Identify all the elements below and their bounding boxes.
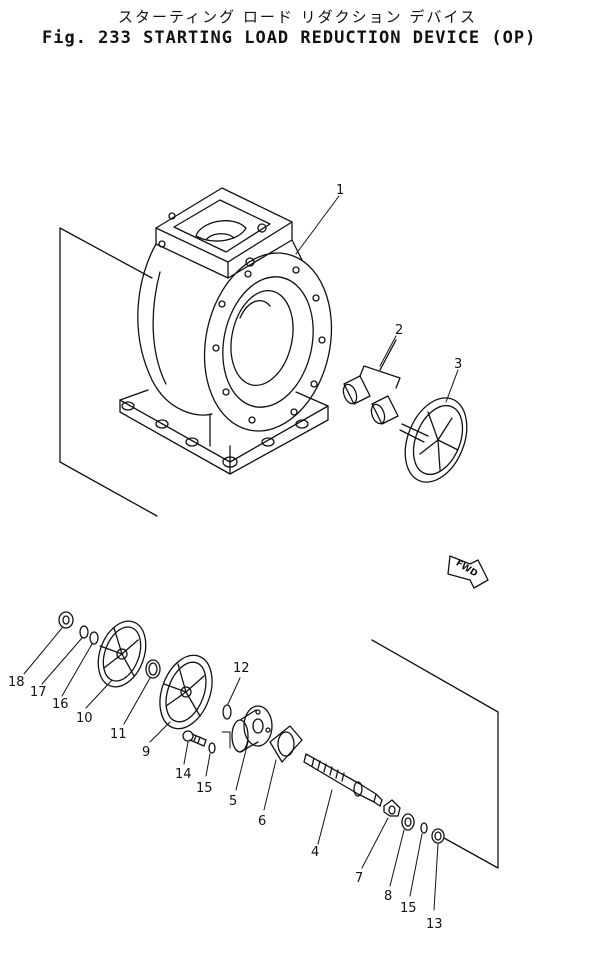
callout-2: 2 (395, 323, 403, 338)
part-8-sleeve (401, 813, 415, 831)
callout-15: 15 (196, 781, 213, 796)
callout-3: 3 (454, 357, 462, 372)
callout-7: 7 (355, 871, 363, 886)
part-11-ring (145, 659, 161, 679)
leader-lines (23, 195, 459, 911)
part-7-fitting (383, 799, 401, 817)
part-1-housing (119, 187, 333, 475)
callout-6: 6 (258, 814, 266, 829)
figure-title-japanese: スターティング ロード リダクション デバイス (118, 8, 477, 26)
callout-13: 13 (426, 917, 443, 932)
callout-15: 15 (400, 901, 417, 916)
callout-18: 18 (8, 675, 25, 690)
callout-14: 14 (175, 767, 192, 782)
callout-labels: 1 2 3 4 5 6 7 8 9 10 11 12 13 14 15 15 1… (8, 183, 479, 932)
upper-frame-lines (59, 227, 158, 517)
part-10-handwheel (97, 620, 147, 688)
part-2-bushings (342, 339, 401, 425)
part-15-washer (208, 742, 216, 754)
part-14-bolt (182, 730, 207, 747)
figure-title: Fig. 233 STARTING LOAD REDUCTION DEVICE … (42, 28, 537, 48)
callout-16: 16 (52, 697, 69, 712)
callout-12: 12 (233, 661, 250, 676)
callout-11: 11 (110, 727, 127, 742)
lower-frame-lines (371, 639, 499, 869)
part-13-nut (431, 828, 445, 844)
part-18-nut (58, 611, 74, 629)
callout-4: 4 (311, 845, 319, 860)
callout-8: 8 (384, 889, 392, 904)
part-3-handwheel (399, 397, 468, 483)
part-9-handwheel (159, 654, 213, 730)
part-5-hub (231, 705, 273, 753)
callout-9: 9 (142, 745, 150, 760)
part-12-o-ring (222, 704, 232, 720)
forward-direction-arrow (447, 555, 489, 589)
part-15-washer (420, 822, 428, 834)
callout-10: 10 (76, 711, 93, 726)
part-4-shaft (303, 753, 383, 807)
callout-17: 17 (30, 685, 47, 700)
callout-5: 5 (229, 794, 237, 809)
part-17-washer (79, 625, 89, 639)
part-6-gasket (269, 725, 303, 763)
callout-1: 1 (336, 183, 344, 198)
part-16-washer (89, 631, 99, 645)
